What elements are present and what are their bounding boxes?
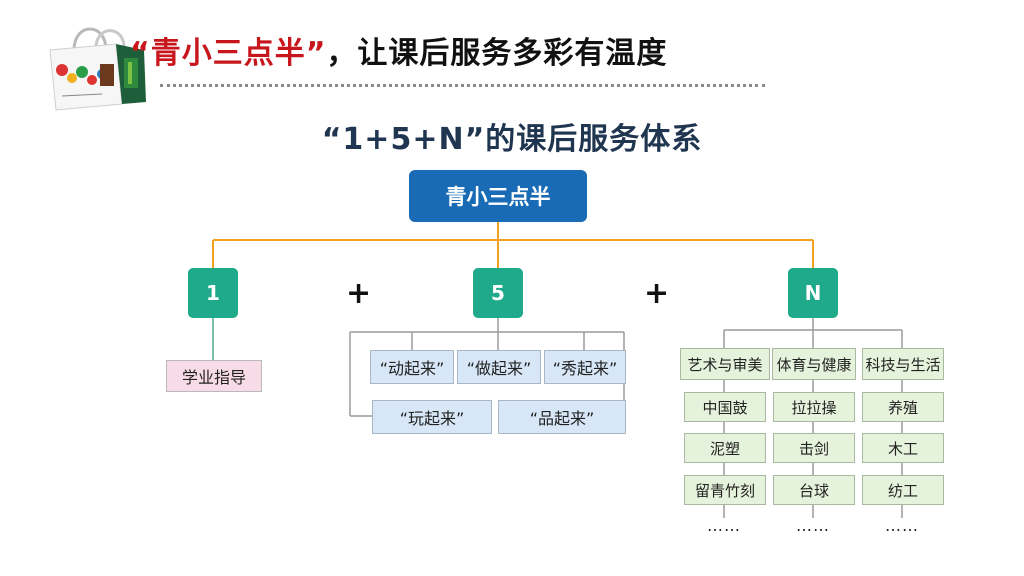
plus-sign: + (346, 276, 372, 311)
five-child-box: “玩起来” (372, 400, 492, 434)
page-title: “青小三点半”，让课后服务多彩有温度 (130, 28, 668, 71)
activity-box: 台球 (773, 475, 855, 505)
activity-box: 中国鼓 (684, 392, 766, 422)
plus-sign: + (644, 276, 670, 311)
five-child-box: “秀起来” (544, 350, 626, 384)
ellipsis: …… (885, 516, 919, 535)
activity-box: 留青竹刻 (684, 475, 766, 505)
activity-box: 养殖 (862, 392, 944, 422)
orange-connectors (212, 222, 814, 268)
node-one: 1 (188, 268, 238, 318)
five-child-box: “动起来” (370, 350, 454, 384)
title-slogan: ，让课后服务多彩有温度 (326, 36, 668, 71)
node-n: N (788, 268, 838, 318)
activity-box: 泥塑 (684, 433, 766, 463)
five-child-box: “做起来” (457, 350, 541, 384)
category-header: 体育与健康 (772, 348, 856, 380)
activity-box: 击剑 (773, 433, 855, 463)
dotted-divider (160, 84, 765, 87)
tote-bag-logo (49, 27, 146, 111)
activity-box: 纺工 (862, 475, 944, 505)
root-node: 青小三点半 (409, 170, 587, 222)
ellipsis: …… (796, 516, 830, 535)
activity-box: 拉拉操 (773, 392, 855, 422)
academic-guidance-box: 学业指导 (166, 360, 262, 392)
diagram-subtitle: “1+5+N”的课后服务体系 (321, 122, 703, 157)
node-five: 5 (473, 268, 523, 318)
category-header: 科技与生活 (862, 348, 944, 380)
ellipsis: …… (707, 516, 741, 535)
five-child-box: “品起来” (498, 400, 626, 434)
title-program-name: “青小三点半” (130, 36, 327, 71)
category-header: 艺术与审美 (680, 348, 770, 380)
activity-box: 木工 (862, 433, 944, 463)
